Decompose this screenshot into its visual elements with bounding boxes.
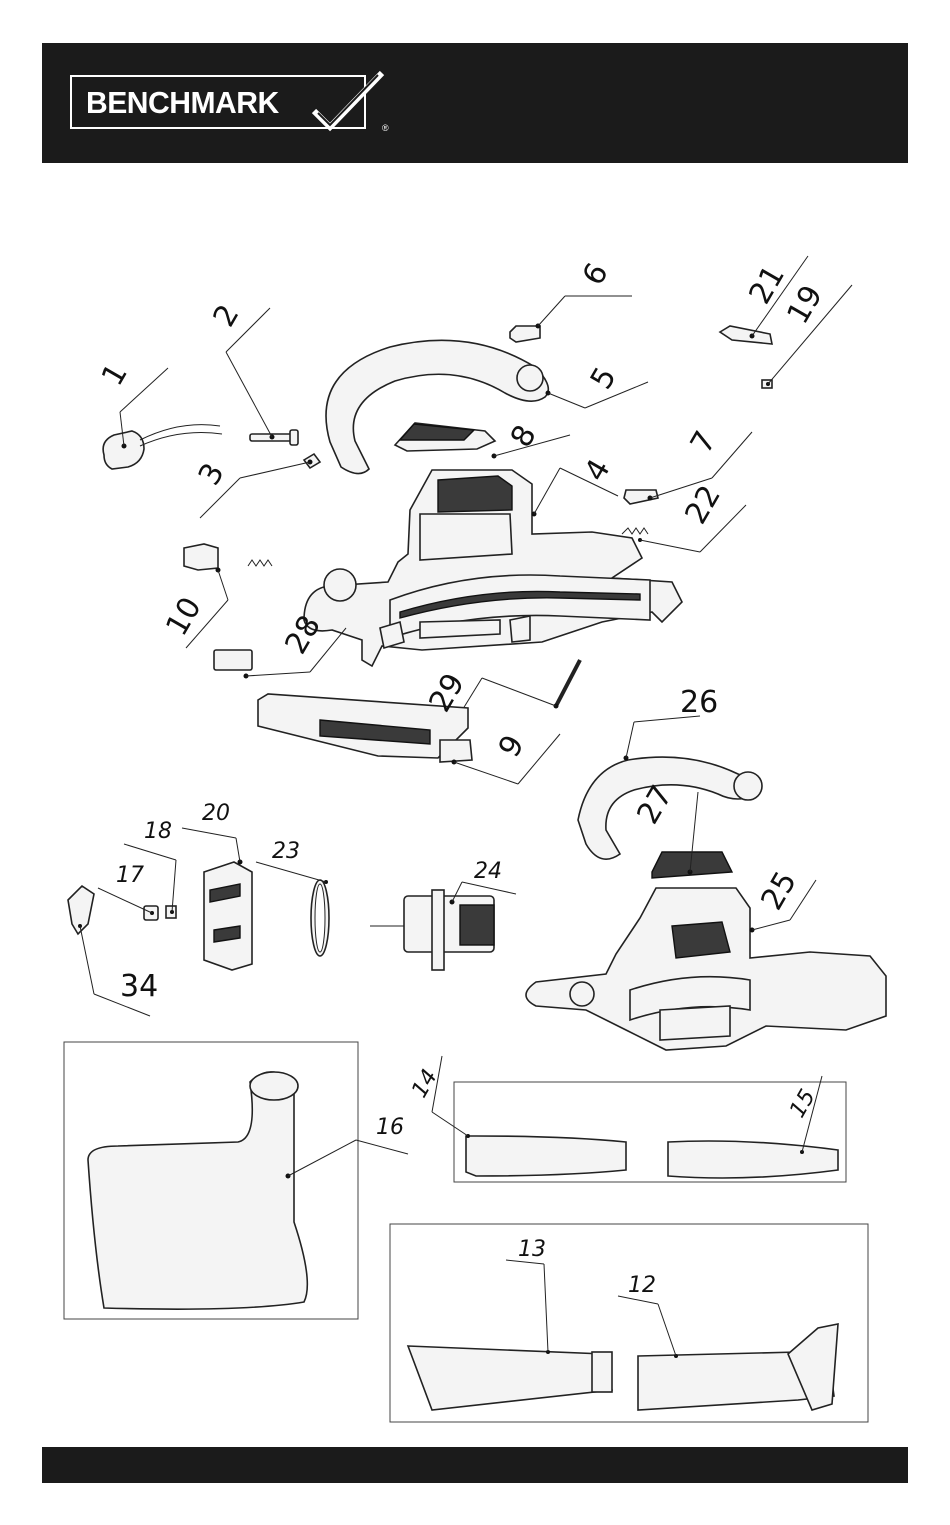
footer-bar	[42, 1447, 908, 1483]
callout-16: 16	[376, 1115, 404, 1140]
callout-22: 22	[679, 480, 728, 531]
part-24-motor	[370, 882, 516, 970]
part-26-lower-handle	[578, 716, 762, 859]
callout-25: 25	[755, 866, 804, 917]
callout-15: 15	[785, 1085, 821, 1122]
callout-23: 23	[272, 839, 300, 864]
callout-6: 6	[576, 257, 616, 291]
callout-13: 13	[518, 1237, 546, 1262]
part-28-microswitch	[214, 628, 346, 679]
part-15-nozzle	[668, 1076, 838, 1178]
callout-17: 17	[116, 863, 144, 888]
callout-4: 4	[578, 453, 618, 487]
part-10-switch	[184, 544, 272, 648]
callout-19: 19	[781, 280, 830, 331]
callout-7: 7	[684, 425, 724, 459]
callout-24: 24	[474, 859, 502, 884]
callout-3: 3	[192, 457, 232, 491]
callout-10: 10	[159, 591, 208, 642]
part-5-upper-handle	[326, 340, 648, 473]
part-17-washer	[98, 888, 158, 920]
callout-18: 18	[144, 819, 172, 844]
callout-21: 21	[743, 260, 792, 311]
part-6-button	[510, 296, 632, 342]
callout-34: 34	[120, 969, 158, 1004]
part-29-rod	[450, 660, 580, 730]
callout-8: 8	[504, 419, 544, 453]
callout-14: 14	[407, 1065, 443, 1102]
part-13-pipe	[408, 1260, 612, 1410]
callout-12: 12	[628, 1273, 656, 1298]
part-14-tube	[432, 1056, 626, 1176]
part-25-assembled-blower	[526, 880, 886, 1050]
callout-9: 9	[492, 729, 532, 763]
part-20-fan	[182, 828, 252, 970]
callout-2: 2	[207, 299, 247, 333]
callout-20: 20	[202, 801, 230, 826]
callout-1: 1	[95, 358, 135, 392]
callout-5: 5	[584, 361, 624, 395]
part-16-collection-bag	[88, 1072, 408, 1309]
part-23-ring	[256, 862, 329, 956]
part-12-pipe	[618, 1296, 838, 1410]
callout-26: 26	[680, 685, 718, 720]
